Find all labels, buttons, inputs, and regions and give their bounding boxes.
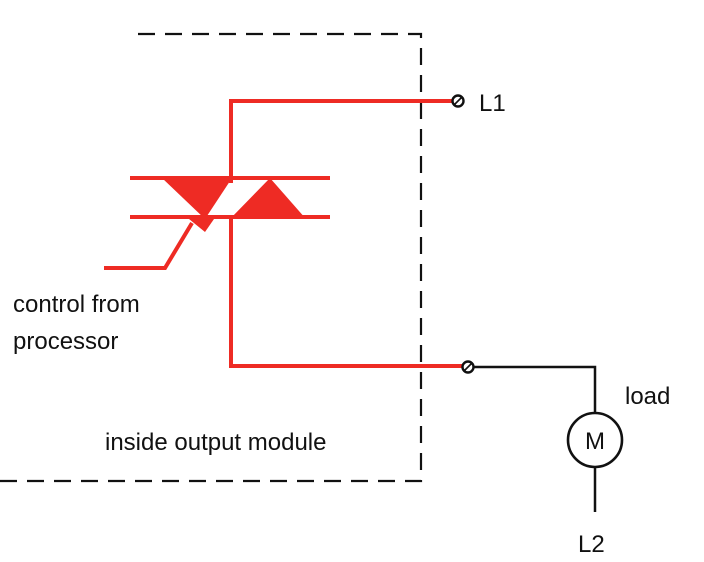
l1-feed-wire [229,99,452,183]
triac-up-triangle [230,178,306,219]
load-feed-wire [229,217,462,368]
control-label-line1: control from [13,291,140,318]
module-caption: inside output module [105,429,326,456]
load-wiring [474,365,597,512]
triac-icon [162,178,306,232]
gate-lead [104,221,194,270]
triac-down-triangle [162,178,232,219]
triac-gate-wedge [189,219,214,232]
terminal-l2-label: L2 [578,531,605,558]
terminal-l1-slot [453,96,463,106]
load-wire-top [474,365,597,413]
triac-circuit [104,99,462,368]
motor-icon [566,411,624,469]
module-boundary [0,32,423,483]
motor-letter: M [585,428,605,455]
control-label-line2: processor [13,328,118,355]
terminal-load-slot [463,362,473,372]
load-label: load [625,383,670,410]
terminal-l1-label: L1 [479,90,506,117]
